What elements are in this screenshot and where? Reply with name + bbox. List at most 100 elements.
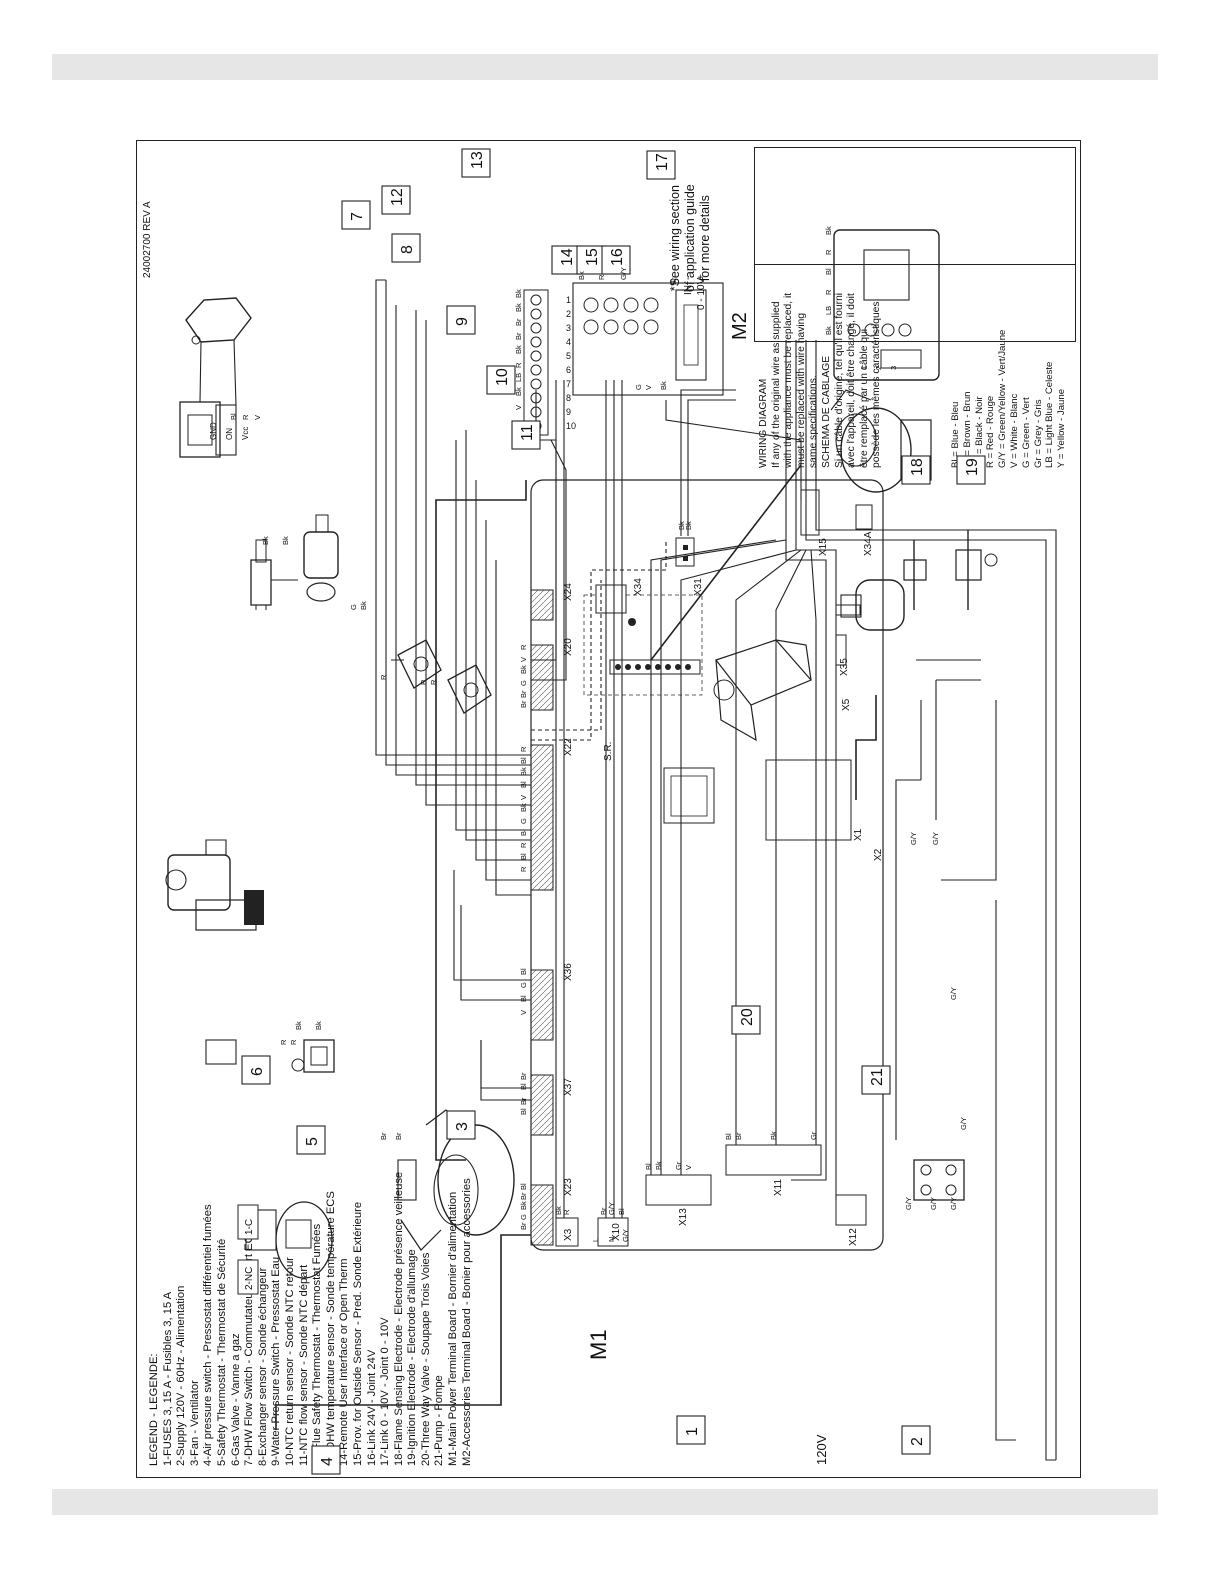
wire-code: Bl (519, 853, 528, 860)
component-number: 7 (349, 212, 366, 221)
wire-code: Bk (677, 521, 686, 530)
m1-terminal (643, 297, 659, 313)
wire-code: Bl (519, 1083, 528, 1090)
m2-terminal (530, 350, 542, 362)
dhw-flow-switch-icon (179, 297, 252, 458)
wire-code: Bk (824, 326, 833, 335)
safety-thermostat-icon (291, 1039, 335, 1073)
m1-terminal (623, 297, 639, 313)
component-number-box (576, 245, 606, 275)
connector-label: X24 (563, 583, 574, 601)
m1-terminal (623, 319, 639, 335)
connector-label: X23 (563, 1178, 574, 1196)
wire-code: G/Y (619, 267, 628, 280)
transformer-icon (713, 639, 813, 742)
wire-code: R (514, 362, 523, 368)
m1-label: M1 (586, 1329, 611, 1360)
component-number: 17 (654, 153, 671, 171)
component-number: 20 (739, 1008, 756, 1026)
wire-code: Br (519, 1097, 528, 1105)
wire-code: R (519, 866, 528, 872)
wire-code: V (684, 1165, 693, 1170)
wire-code: G (349, 604, 358, 610)
wire-code: Bk (314, 1021, 323, 1030)
wire-code: Bk (684, 521, 693, 530)
m1-terminal (603, 297, 619, 313)
component-number-box (241, 1055, 271, 1085)
wire-code: G (519, 818, 528, 824)
bottom-connectors (555, 1144, 867, 1247)
wire-code: V (253, 415, 262, 420)
m2-terminal (530, 308, 542, 320)
connector-label: X13 (678, 1208, 689, 1226)
wire-code: 1 (859, 366, 868, 370)
wire-code: Bk (519, 665, 528, 674)
wire-code: Bk (577, 271, 586, 280)
component-number-box (486, 365, 516, 395)
wire-code: G (519, 982, 528, 988)
wire-code: R (289, 1039, 298, 1045)
component-number: 8 (399, 245, 416, 254)
supply-voltage: 120V (814, 1434, 829, 1465)
three-way-valve-icon (840, 579, 905, 631)
wire-code: N (607, 1237, 616, 1242)
flue-thermostat-icon (205, 1039, 237, 1065)
m2-terminal-number: 4 (566, 337, 571, 347)
component-number: 21 (869, 1068, 886, 1086)
component-number-box (311, 1445, 341, 1475)
component-number-box (676, 1415, 706, 1445)
connector-label: X2 (873, 848, 884, 861)
wire-code: Br (519, 1222, 528, 1230)
wire-code: Br (514, 318, 523, 326)
component-number-box (956, 455, 986, 485)
wire-code: Bl (519, 829, 528, 836)
wire-code: R (241, 414, 250, 420)
component-number: 1 (684, 1427, 701, 1436)
wire-code: R (379, 674, 388, 680)
connector-label: X1 (853, 828, 864, 841)
wire-code: Bl (519, 995, 528, 1002)
wire-code: Bk (514, 345, 523, 354)
m2-side-sign: - (683, 277, 694, 280)
wire-code: L (591, 1238, 600, 1242)
connector-label: X3 (563, 1228, 574, 1241)
wire-code: G/Y (904, 1197, 913, 1210)
component-number: 4 (319, 1457, 336, 1466)
connector-label: X31 (693, 578, 704, 596)
wire-code: Bk (514, 289, 523, 298)
wire-code: Br (599, 1207, 608, 1215)
wire-code: Bk (281, 536, 290, 545)
wire-code: Bk (824, 226, 833, 235)
switch-tag-box (237, 1204, 259, 1240)
ntc-return-sensor-icon (391, 639, 442, 689)
component-number: 6 (249, 1067, 266, 1076)
connector-label: X5 (841, 698, 852, 711)
wire-code: Bk (261, 536, 270, 545)
component-number: 18 (909, 458, 926, 476)
switch-tag-box (237, 1259, 259, 1295)
wire-code: G/Y (621, 1229, 630, 1242)
wire-code: V (519, 657, 528, 662)
ignition-electrode-icon (955, 530, 998, 610)
wire-code: Br (519, 690, 528, 698)
switch-tag: 2-NC (244, 1267, 255, 1290)
sr-connector (609, 618, 701, 675)
m2-terminal-number: 7 (566, 379, 571, 389)
wire-code: R (824, 249, 833, 255)
wire-code: Gr (809, 1131, 818, 1140)
component-number: 19 (964, 458, 981, 476)
wire-code: Bl (519, 781, 528, 788)
wire-code: G (519, 680, 528, 686)
component-number: 13 (469, 151, 486, 169)
wire-code: Bl (519, 968, 528, 975)
component-number-box (446, 305, 476, 335)
wires (275, 279, 1057, 1461)
wire-code: Gr (674, 1161, 683, 1170)
valve-tag: GND (209, 422, 218, 440)
wire-code: Bl (617, 1208, 626, 1215)
wire-code: G (519, 1214, 528, 1220)
connector-label: X22 (563, 738, 574, 756)
ntc-flow-sensor-icon (447, 664, 492, 714)
